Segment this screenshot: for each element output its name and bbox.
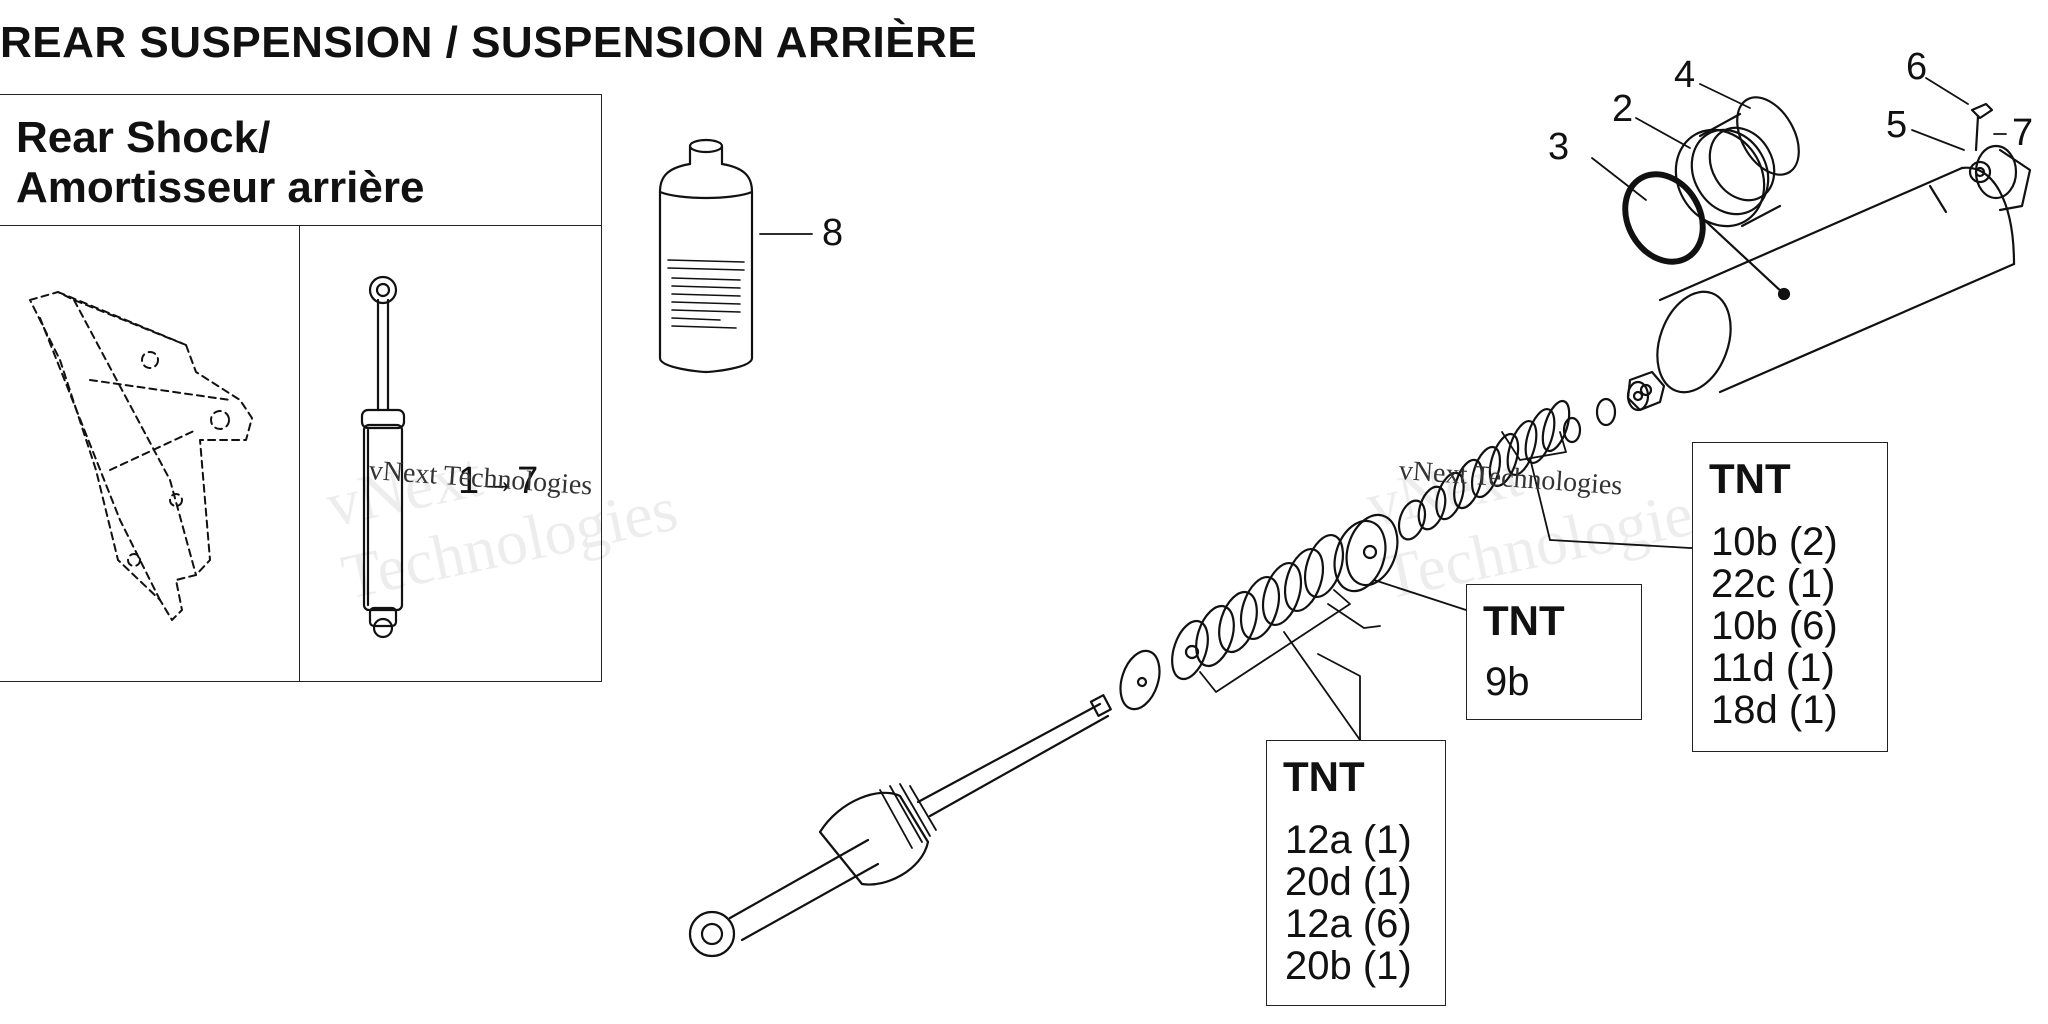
tnt-heading: TNT <box>1709 455 1791 502</box>
tnt-spec-line: 10b (2) <box>1711 520 1838 564</box>
callout-7: 7 <box>2012 112 2034 154</box>
page-title: REAR SUSPENSION / SUSPENSION ARRIÈRE <box>0 18 978 67</box>
tnt-box-lower-stack: TNT 12a (1) 20d (1) 12a (6) 20b (1) <box>1266 740 1446 1006</box>
frame-sketch <box>29 291 253 621</box>
tnt-spec-list: 12a (1) 20d (1) 12a (6) 20b (1) <box>1285 819 1412 987</box>
washer <box>1119 649 1161 711</box>
tnt-spec-line: 12a (6) <box>1285 902 1412 946</box>
panel-divider-horizontal <box>0 225 602 226</box>
tnt-spec-list: 10b (2) 22c (1) 10b (6) 11d (1) 18d (1) <box>1711 521 1838 731</box>
callout-8: 8 <box>822 212 844 254</box>
bushing <box>1674 112 1782 228</box>
callout-2: 2 <box>1612 88 1634 130</box>
part-range-label: 1→7 <box>458 460 539 502</box>
panel-title: Rear Shock/ Amortisseur arrière <box>16 113 424 213</box>
tnt-spec-line: 22c (1) <box>1711 562 1836 606</box>
piston <box>1333 513 1399 593</box>
tnt-spec-line: 9b <box>1485 660 1530 704</box>
callout-3: 3 <box>1548 126 1570 168</box>
disc <box>1736 96 1800 176</box>
tnt-spec-line: 11d (1) <box>1711 646 1835 690</box>
shock-rod-assembly <box>688 694 1112 958</box>
lower-valve-stack <box>1171 534 1345 681</box>
tnt-spec-line: 20b (1) <box>1285 944 1412 988</box>
callout-5: 5 <box>1886 104 1908 146</box>
oil-bottle-drawing <box>658 138 754 374</box>
leader-lines <box>759 77 2007 235</box>
shock-body <box>1656 144 2032 394</box>
tnt-heading: TNT <box>1283 753 1365 800</box>
callout-6: 6 <box>1906 46 1928 88</box>
seal-ring <box>1622 171 1706 265</box>
tnt-spec-line: 20d (1) <box>1285 860 1412 904</box>
tnt-spec-line: 10b (6) <box>1711 604 1838 648</box>
tnt-spec-list: 9b <box>1485 661 1530 703</box>
shock-thumbnail <box>360 275 406 639</box>
callout-4: 4 <box>1674 54 1696 96</box>
tnt-box-upper-stack: TNT 10b (2) 22c (1) 10b (6) 11d (1) 18d … <box>1692 442 1888 752</box>
rear-shock-panel: Rear Shock/ Amortisseur arrière <box>0 94 602 682</box>
panel-title-line-1: Rear Shock/ <box>16 113 271 162</box>
nut-and-washers <box>1562 370 1666 444</box>
valve <box>1970 102 1994 152</box>
tnt-box-piston: TNT 9b <box>1466 584 1642 720</box>
tnt-spec-line: 12a (1) <box>1285 818 1412 862</box>
panel-divider-vertical <box>299 225 300 681</box>
panel-title-line-2: Amortisseur arrière <box>16 163 425 212</box>
tnt-heading: TNT <box>1483 597 1565 644</box>
tnt-spec-line: 18d (1) <box>1711 688 1838 732</box>
